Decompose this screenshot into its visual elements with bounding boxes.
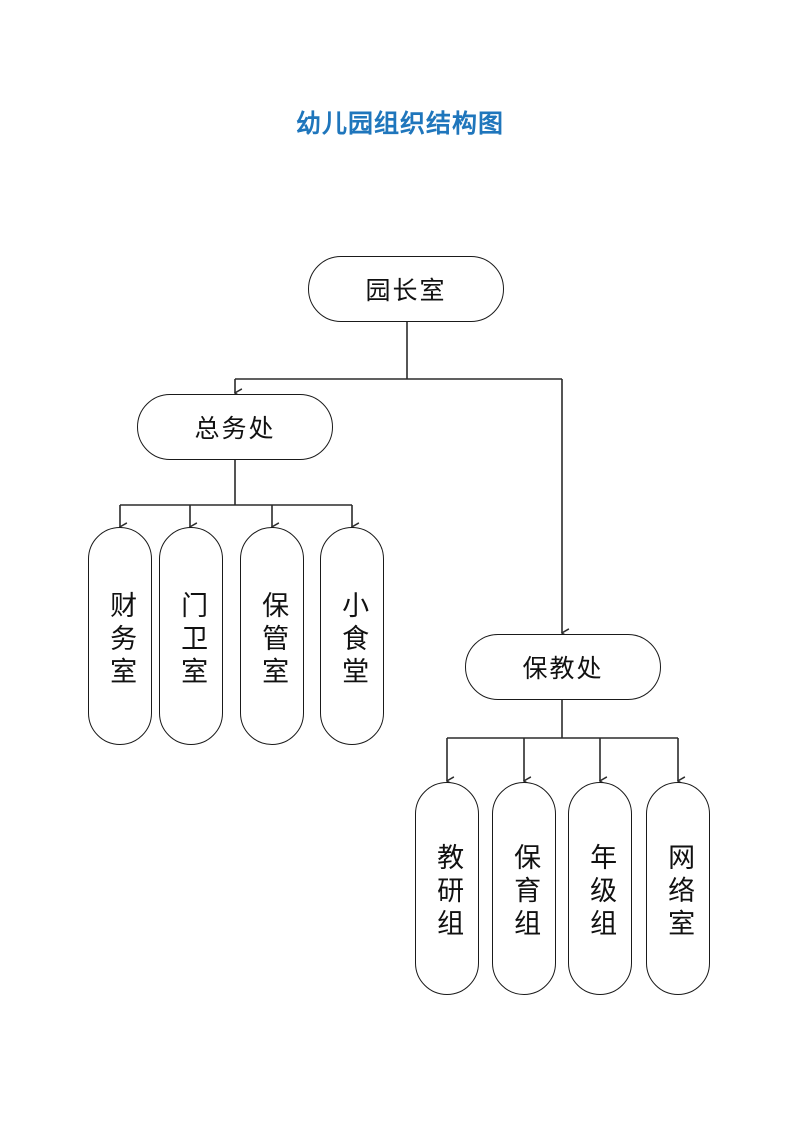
node-childcare-group[interactable]: 保育组: [492, 782, 556, 995]
node-label: 保教处: [522, 654, 604, 683]
node-security-room[interactable]: 门卫室: [159, 527, 223, 745]
node-childcare-education-office[interactable]: 保教处: [465, 634, 661, 700]
node-label: 保育组: [509, 843, 541, 942]
node-label: 小食堂: [337, 590, 369, 690]
node-label: 财务室: [105, 590, 137, 690]
node-label: 年级组: [585, 843, 617, 942]
node-network-room[interactable]: 网络室: [646, 782, 710, 995]
node-finance-office[interactable]: 财务室: [88, 527, 152, 745]
node-label: 园长室: [365, 276, 447, 305]
node-grade-group[interactable]: 年级组: [568, 782, 632, 995]
node-label: 保管室: [257, 590, 289, 690]
node-general-affairs-office[interactable]: 总务处: [137, 394, 333, 460]
node-label: 门卫室: [176, 590, 208, 690]
node-storage-room[interactable]: 保管室: [240, 527, 304, 745]
node-label: 教研组: [432, 843, 464, 942]
node-principal-office[interactable]: 园长室: [308, 256, 504, 322]
node-teaching-research-group[interactable]: 教研组: [415, 782, 479, 995]
node-label: 总务处: [194, 414, 276, 443]
node-small-canteen[interactable]: 小食堂: [320, 527, 384, 745]
node-label: 网络室: [663, 843, 695, 942]
page-title: 幼儿园组织结构图: [295, 109, 504, 138]
